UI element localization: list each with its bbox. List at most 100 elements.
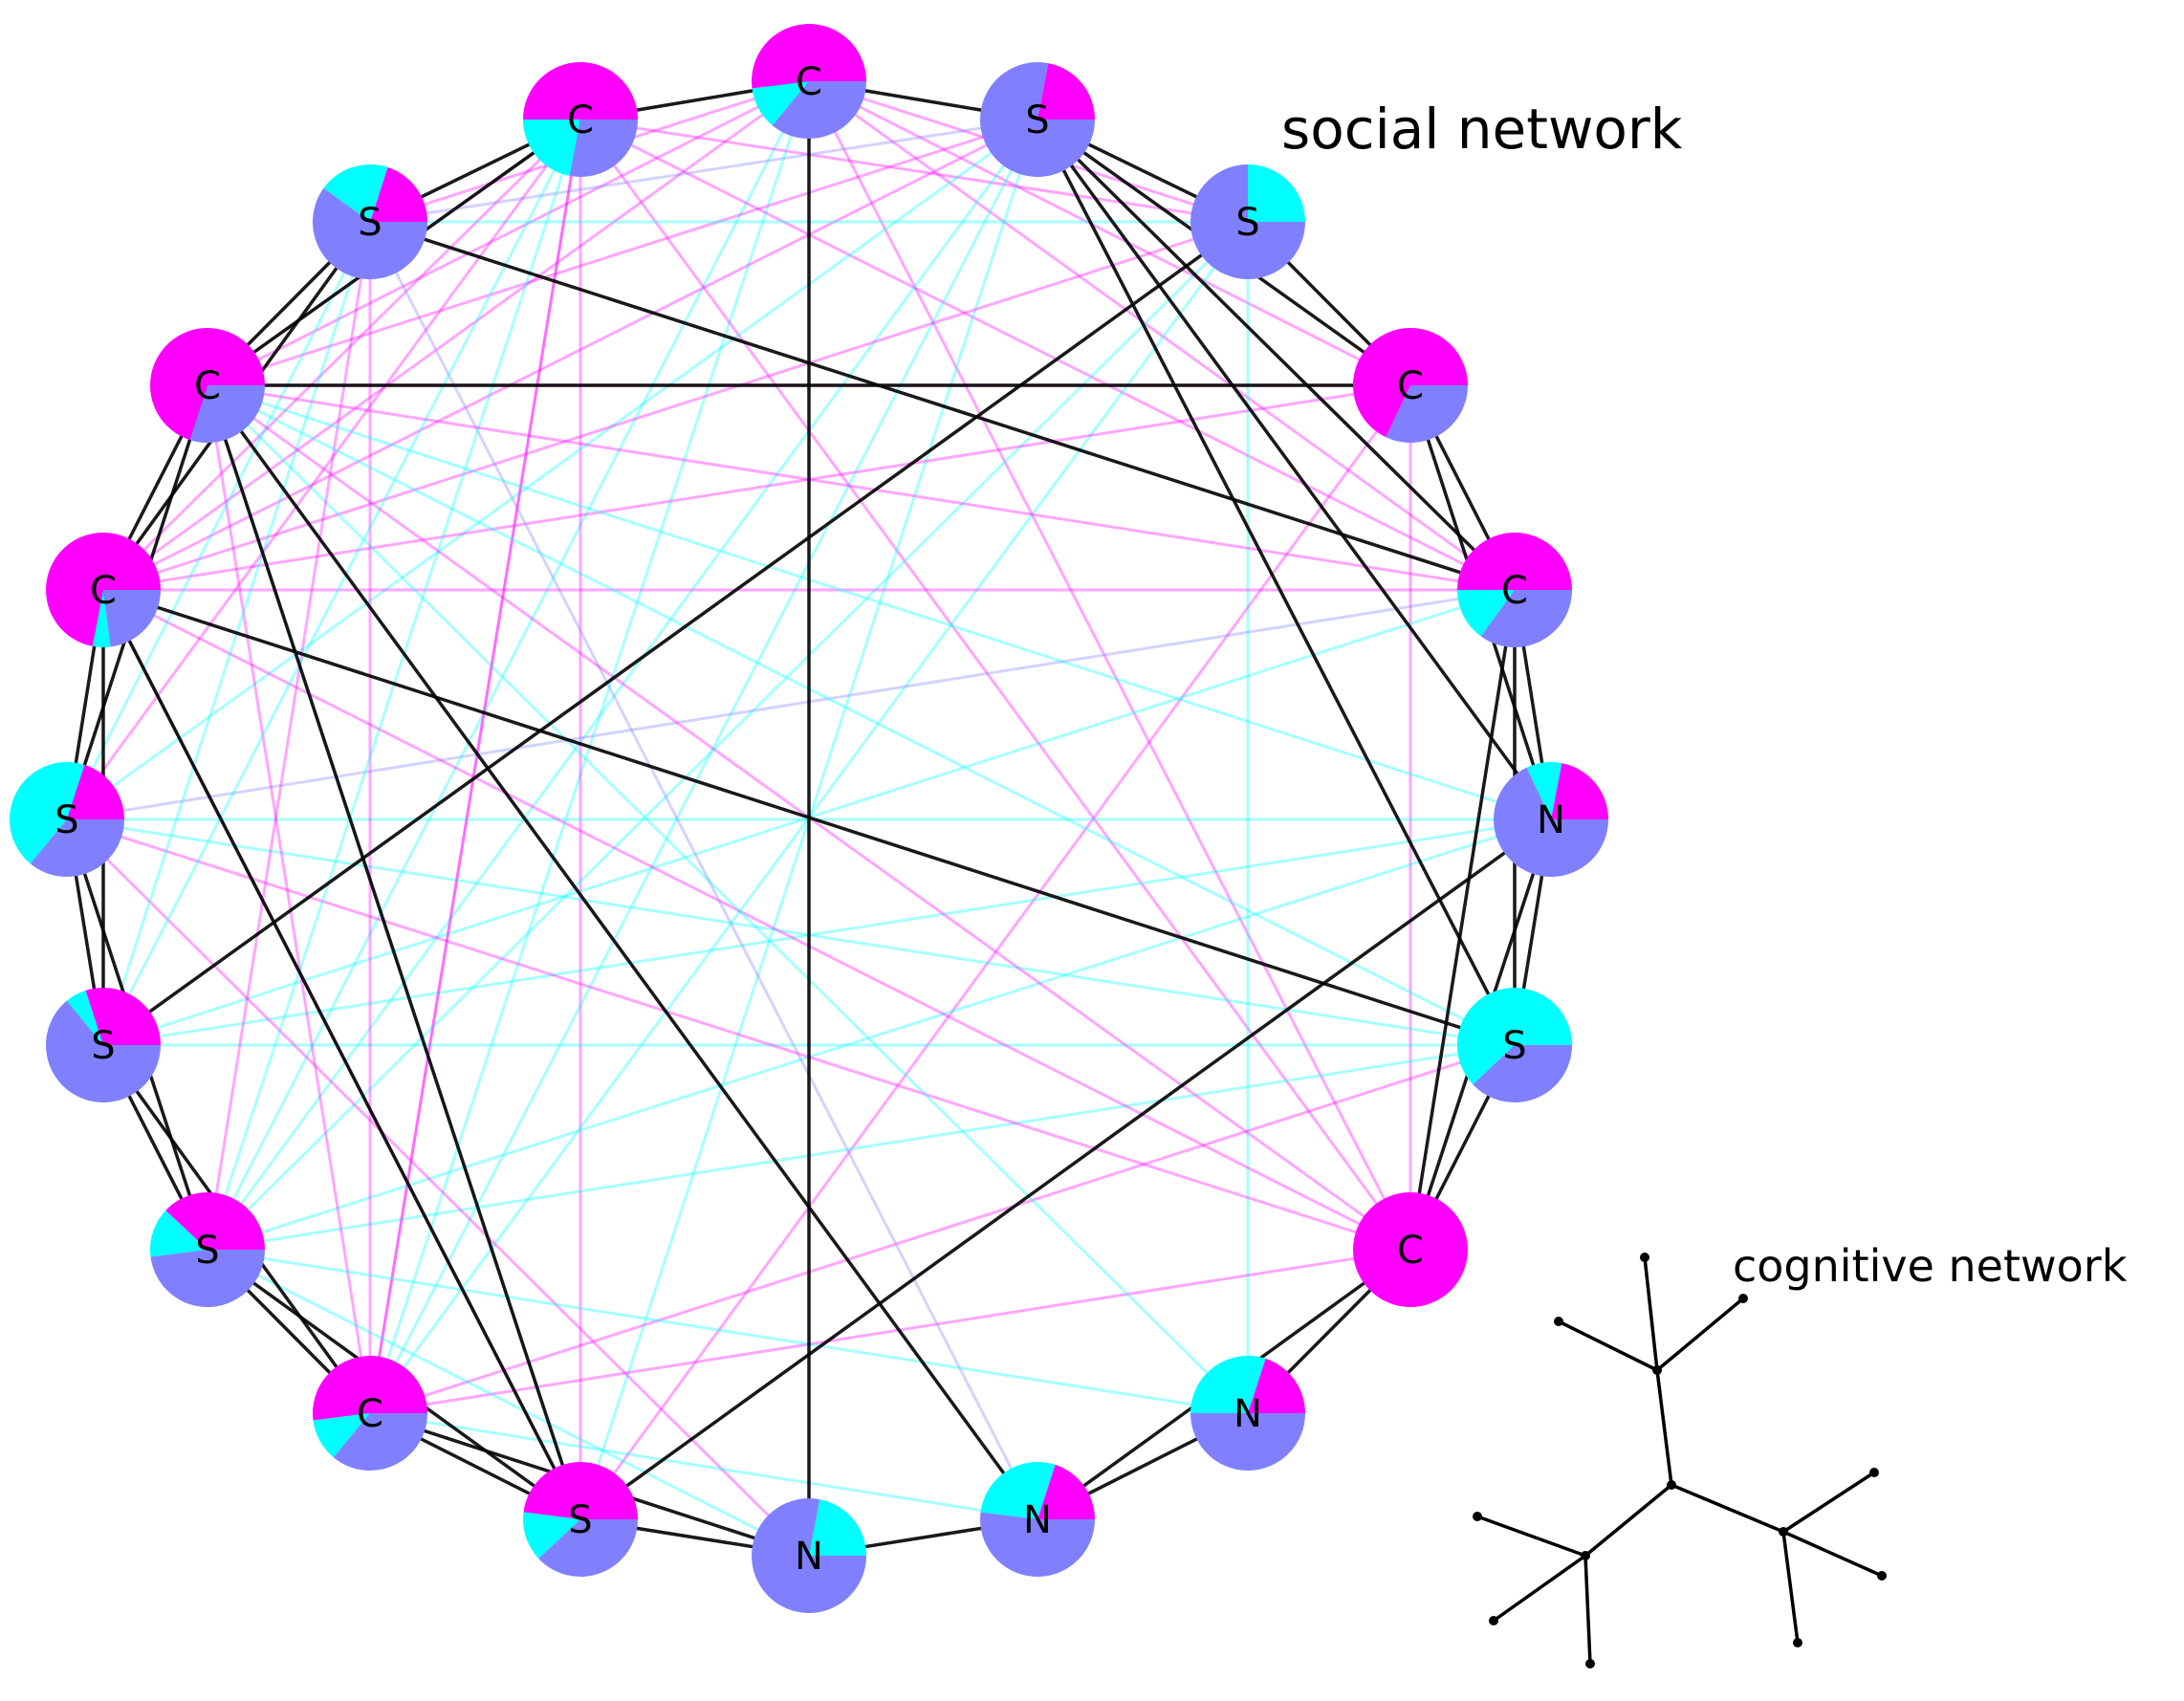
strong-link [102,588,1516,1047]
network-node: C [150,328,265,444]
pie-slice [980,61,1095,177]
pie-slice [323,164,388,222]
weak-link [206,383,1250,1415]
weak-link [207,383,1516,1047]
pie-slice [312,1356,427,1421]
weak-link [207,383,1516,592]
pie-slice [149,1210,207,1257]
pie-slice [1353,1192,1468,1307]
weak-link [579,118,1516,592]
tree-node [1489,1616,1498,1625]
node-label: N [1234,1392,1262,1436]
network-node: C [1353,328,1468,444]
strong-link [579,818,1553,1521]
weak-link [207,79,810,387]
pie-slice [1190,1413,1305,1471]
weak-link [66,588,1516,821]
tree-edge [1782,1530,1883,1578]
weak-link [66,118,1038,821]
network-node: S [149,1192,265,1307]
pie-slice [189,385,265,444]
node-label: S [195,1229,219,1273]
pie-slice [523,1512,580,1559]
weak-link [807,80,1412,1251]
tree-node [1877,1571,1887,1581]
strong-link [1409,589,1517,1251]
pie-slice [1494,767,1608,878]
pie-slice [752,1498,866,1613]
weak-link [206,384,372,1414]
tree-edge [1781,1531,1800,1644]
node-label: C [90,569,117,613]
node-label: S [358,201,382,245]
node-label: C [796,60,822,104]
pie-slice [1551,763,1608,819]
tree-edge [1558,1319,1658,1372]
pie-slice [1526,762,1562,819]
network-node: C [1457,533,1572,648]
node-label: S [91,1024,115,1068]
weak-link [808,79,1411,387]
weak-link [102,79,810,592]
weak-link [207,1248,810,1558]
tree-node [1738,1294,1748,1303]
weak-link [369,1248,1411,1415]
weak-link [206,220,1250,1252]
network-node: N [752,1498,866,1613]
network-node: S [980,61,1095,177]
node-label: C [567,98,594,142]
tree-node [1793,1638,1802,1647]
strong-social-links [65,79,1553,1558]
pie-slice [370,166,427,222]
weak-link [207,818,1552,1252]
pie-slice [523,1462,638,1519]
pie-slice [1456,988,1572,1085]
cognitive-network-title: cognitive network [1733,1240,2128,1292]
node-label: N [1537,798,1565,842]
tree-node [1585,1659,1595,1668]
node-label: N [795,1535,823,1579]
pie-slice [1473,1045,1572,1103]
network-node: S [9,762,124,877]
weak-link [579,118,1249,224]
node-label: S [1502,1024,1526,1068]
tree-node [1554,1317,1563,1326]
pie-slice [67,764,124,819]
network-node: N [1190,1356,1305,1471]
pie-slice [979,1512,1095,1578]
network-node: S [1456,988,1572,1103]
strong-link [206,384,582,1520]
node-label: C [1397,364,1424,408]
network-node: C [312,1356,427,1472]
node-label: N [1023,1498,1052,1542]
pie-slice [1248,164,1305,222]
pie-slice [1480,590,1572,648]
weak-link [65,221,372,820]
pie-slice [9,762,85,864]
weak-link [102,818,1552,1047]
weak-link [369,1043,1516,1415]
weak-link [207,1248,1249,1415]
pie-slice [523,120,580,176]
pie-slice [1190,1356,1266,1413]
tree-edge [1583,1483,1673,1558]
weak-link [102,118,1038,592]
network-node: N [979,1462,1095,1578]
tree-node [1652,1365,1662,1375]
tree-edge [1782,1471,1875,1534]
pie-slice [752,81,809,126]
network-node: N [1494,762,1608,878]
pie-slice [1353,328,1468,438]
weak-link [207,118,1038,387]
strong-link [206,383,1039,1521]
network-node: C [523,62,638,177]
pie-slice [333,1413,427,1472]
pie-slice [313,187,428,280]
pie-slice [165,1192,265,1250]
pie-slice [772,81,866,139]
social-network-title: social network [1281,97,1683,162]
node-label: S [1235,201,1259,245]
node-label: S [568,1498,592,1542]
network-node: C [752,23,866,139]
